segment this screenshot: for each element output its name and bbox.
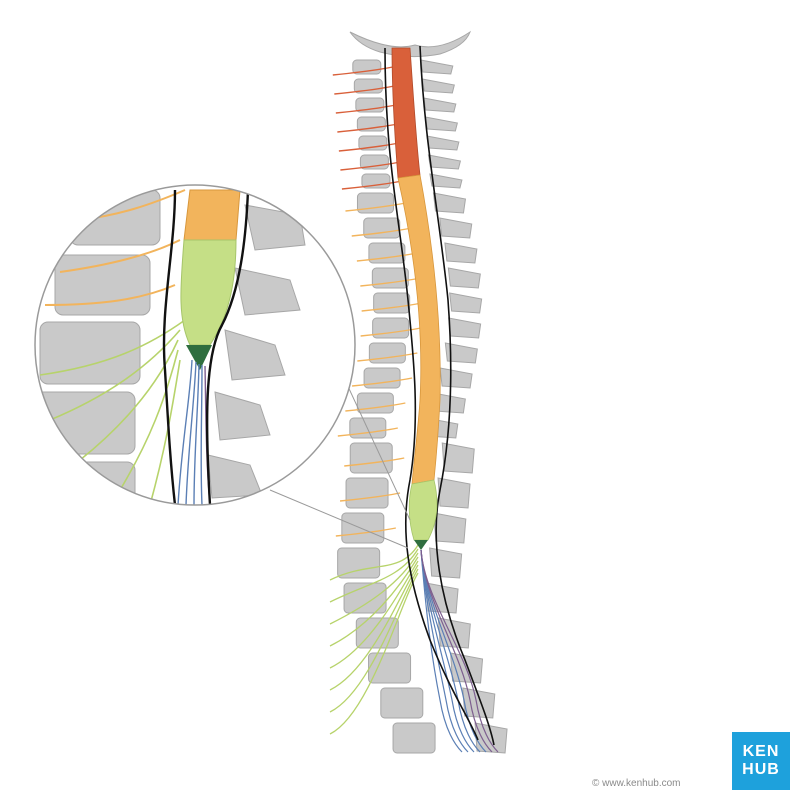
spinal-nerve	[344, 457, 405, 467]
spinal-nerves	[332, 66, 422, 537]
spinous-process	[447, 267, 481, 289]
logo-line-1: KEN	[742, 743, 780, 760]
copyright-credit: © www.kenhub.com	[592, 778, 681, 789]
dura-outline-anterior	[384, 47, 479, 741]
vertebral-body	[345, 477, 389, 509]
conus-medullaris	[408, 479, 438, 541]
vertebral-body	[349, 442, 393, 474]
spinous-process	[420, 59, 454, 75]
spinous-process	[462, 687, 496, 719]
spinal-nerve	[352, 377, 413, 387]
vertebral-body	[363, 217, 401, 239]
spinal-nerve	[335, 527, 396, 537]
magnifier-inset	[34, 184, 356, 506]
spinous-process	[439, 217, 473, 239]
vertebral-body	[363, 367, 401, 389]
spinous-process	[437, 477, 471, 509]
spinal-nerve	[345, 202, 406, 212]
vertebral-body	[355, 617, 399, 649]
spinous-process	[439, 367, 473, 389]
spinous-process	[429, 173, 463, 189]
spinal-nerve	[360, 327, 421, 337]
cauda-equina-strand	[420, 549, 487, 753]
spinous-process	[444, 342, 478, 364]
lumbar-sacral-nerve	[329, 556, 419, 647]
spinal-nerve	[338, 142, 400, 152]
spinous-process	[441, 442, 475, 474]
spinal-nerve	[332, 66, 393, 76]
cauda-equina-strand	[420, 549, 463, 753]
conus-tip	[414, 540, 428, 550]
lumbar-sacral-nerve	[329, 568, 419, 713]
zoom-line-top	[344, 379, 411, 521]
zoom-line-bottom	[269, 489, 409, 549]
vertebral-body	[368, 652, 412, 684]
vertebral-body	[372, 317, 410, 339]
spinous-process	[474, 722, 508, 754]
lumbar-sacral-nerve	[329, 544, 419, 581]
kenhub-logo[interactable]: KEN HUB	[732, 732, 790, 790]
spinal-nerve	[337, 123, 398, 133]
spinal-nerve	[351, 227, 412, 237]
spinous-process	[432, 192, 467, 214]
lumbar-sacral-nerve	[329, 572, 419, 735]
spinous-processes	[420, 59, 508, 754]
spinous-process	[444, 242, 478, 264]
vertebral-body	[380, 687, 424, 719]
cervical-spinal-cord	[391, 47, 421, 179]
spinal-nerve	[340, 161, 401, 171]
vertebral-body	[373, 292, 411, 314]
cauda-equina-strand	[420, 549, 475, 753]
vertebral-column	[337, 59, 436, 754]
vertebral-body	[356, 192, 394, 214]
dura-outline-posterior	[419, 45, 495, 746]
lumbar-sacral-nerve	[329, 548, 419, 603]
vertebral-body	[356, 392, 394, 414]
spinous-process	[423, 97, 457, 113]
cauda-equina-strand	[420, 549, 469, 753]
vertebral-body	[368, 242, 406, 264]
lumbar-sacral-nerve	[329, 552, 419, 625]
spinal-nerve	[341, 180, 403, 190]
spinal-nerve	[339, 492, 401, 502]
spinous-process	[449, 292, 483, 314]
spinous-process	[433, 512, 467, 544]
spinal-nerve	[345, 402, 406, 412]
vertebral-body	[368, 342, 406, 364]
spinal-nerve	[335, 104, 396, 114]
spinous-process	[429, 547, 463, 579]
vertebral-body	[337, 547, 381, 579]
skull-base	[349, 30, 471, 58]
cauda-equina-strand	[420, 549, 493, 753]
cauda-equina-strand	[420, 549, 499, 753]
spinal-nerve	[361, 302, 422, 312]
logo-line-2: HUB	[742, 761, 780, 778]
spinous-process	[427, 154, 462, 170]
vertebral-body	[371, 267, 409, 289]
vertebral-body	[341, 512, 385, 544]
spinous-process	[421, 78, 455, 94]
cauda-equina-strand	[420, 549, 481, 753]
vertebral-body	[392, 722, 436, 754]
spinous-process	[424, 116, 458, 132]
spinal-nerve	[337, 427, 398, 437]
spinous-process	[448, 317, 482, 339]
spinal-nerve	[334, 85, 395, 95]
spinous-process	[426, 135, 460, 151]
